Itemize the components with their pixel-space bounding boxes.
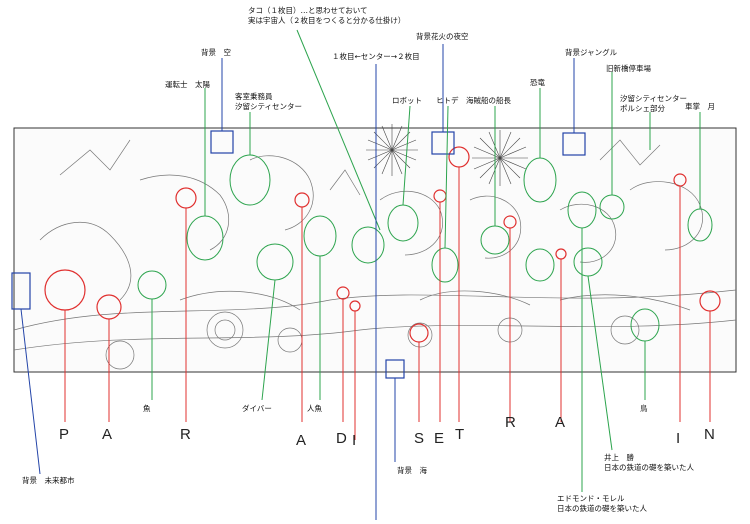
red-leaders bbox=[64, 167, 711, 440]
letter-i-2: I bbox=[676, 430, 681, 447]
green-leaders bbox=[151, 29, 701, 492]
letter-p: P bbox=[59, 426, 70, 443]
fireworks bbox=[366, 124, 528, 186]
label-morel: エドモンド・モレル 日本の鉄道の礎を築いた人 bbox=[557, 494, 647, 513]
label-bird: 鳥 bbox=[640, 404, 648, 413]
label-bg-sea: 背景 海 bbox=[397, 466, 427, 475]
letter-r-2: R bbox=[505, 414, 516, 431]
label-driver-sun: 運転士 太陽 bbox=[165, 80, 210, 89]
label-jungle: 背景ジャングル bbox=[565, 48, 618, 57]
label-inoue: 井上 勝 日本の鉄道の礎を築いた人 bbox=[604, 453, 694, 472]
label-dinosaur: 恐竜 bbox=[530, 78, 545, 87]
letter-r-1: R bbox=[180, 426, 191, 443]
blue-leaders bbox=[20, 44, 575, 520]
letter-e: E bbox=[434, 430, 445, 447]
sketch-lines bbox=[13, 139, 737, 370]
label-shiodome-porsche: 汐留シティセンター ポルシェ部分 bbox=[620, 94, 688, 113]
label-bg-future-city: 背景 未来都市 bbox=[22, 476, 75, 485]
letter-n: N bbox=[704, 426, 715, 443]
letter-a-3: A bbox=[555, 414, 566, 431]
label-robot: ロボット bbox=[392, 96, 422, 105]
label-octopus-alien: タコ（１枚目）…と思わせておいて 実は宇宙人（２枚目をつくると分かる仕掛け） bbox=[248, 6, 406, 25]
label-sky: 背景 空 bbox=[201, 48, 231, 57]
label-starfish: ヒトデ bbox=[436, 96, 459, 105]
letter-i-1: I bbox=[352, 432, 357, 449]
letter-s: S bbox=[414, 430, 425, 447]
label-attendant: 客室乗務員 汐留シティセンター bbox=[235, 92, 303, 111]
label-conductor-moon: 車掌 月 bbox=[685, 102, 715, 111]
label-diver: ダイバー bbox=[242, 404, 272, 413]
label-fish: 魚 bbox=[143, 404, 151, 413]
letter-d: D bbox=[336, 430, 347, 447]
letter-a-1: A bbox=[102, 426, 113, 443]
letter-t: T bbox=[455, 426, 465, 443]
label-center: １枚目←センター→２枚目 bbox=[332, 52, 420, 61]
label-pirate-captain: 海賊船の船長 bbox=[466, 96, 511, 105]
label-mermaid: 人魚 bbox=[307, 404, 322, 413]
letter-a-2: A bbox=[296, 432, 307, 449]
label-old-shinbashi: 旧新橋停車場 bbox=[606, 64, 651, 73]
mural-frame bbox=[13, 127, 737, 373]
label-fireworks-sky: 背景花火の夜空 bbox=[416, 32, 469, 41]
